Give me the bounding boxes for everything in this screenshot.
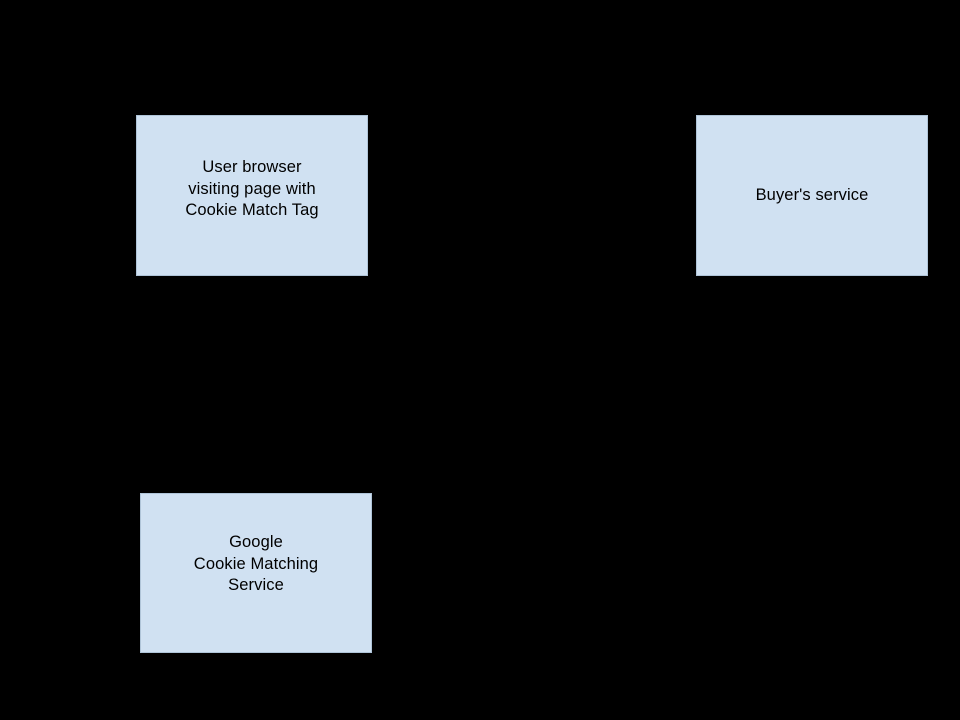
node-buyers-service[interactable]: Buyer's service (696, 115, 928, 276)
node-buyers-service-label: Buyer's service (755, 185, 869, 204)
node-user-browser[interactable]: User browser visiting page with Cookie M… (136, 115, 368, 276)
node-google-cookie-matching-service[interactable]: Google Cookie Matching Service (140, 493, 372, 653)
node-user-browser-label: User browser visiting page with Cookie M… (185, 158, 319, 219)
node-google-cookie-matching-service-label: Google Cookie Matching Service (193, 533, 319, 594)
